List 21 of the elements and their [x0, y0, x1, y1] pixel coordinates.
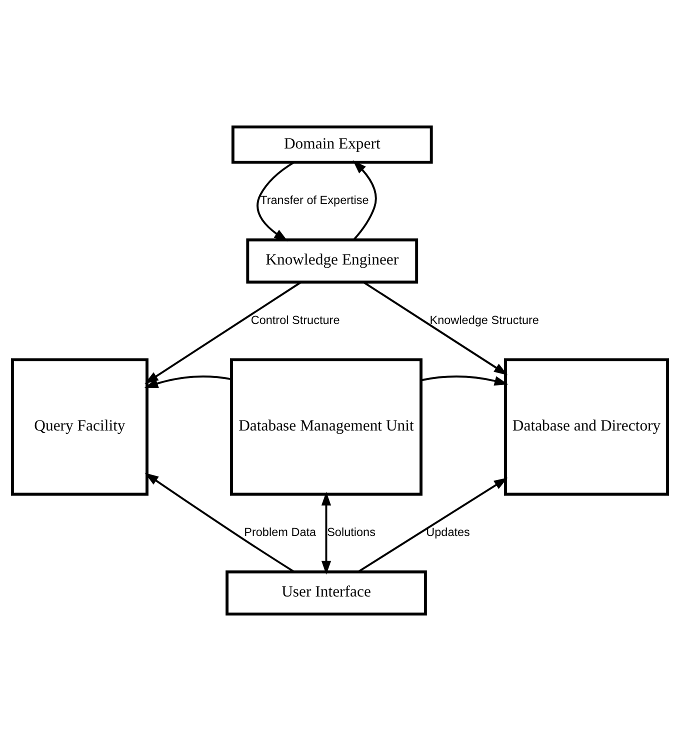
node-box: Domain Expert — [231, 124, 433, 164]
node-box: Knowledge Engineer — [246, 238, 418, 284]
node-box: Database Management Unit — [230, 358, 422, 496]
arrow — [358, 477, 508, 572]
node-box: User Interface — [226, 570, 427, 616]
arrow — [144, 280, 302, 384]
edge-label: Transfer of Expertise — [260, 194, 369, 207]
arrow — [321, 491, 332, 574]
edge-label: Problem Data — [244, 526, 316, 539]
arrow — [363, 280, 508, 375]
edge-label: Control Structure — [250, 313, 340, 326]
node-box: Database and Directory — [504, 358, 670, 496]
edge-label: Knowledge Structure — [430, 313, 539, 326]
edge-label: Updates — [426, 526, 470, 539]
arrow — [352, 160, 377, 240]
arrow — [420, 375, 508, 386]
arrow — [144, 375, 232, 388]
edge-label: Solutions — [327, 526, 376, 539]
arrow — [144, 472, 294, 572]
arrow — [256, 160, 295, 241]
node-box: Query Facility — [10, 358, 148, 496]
